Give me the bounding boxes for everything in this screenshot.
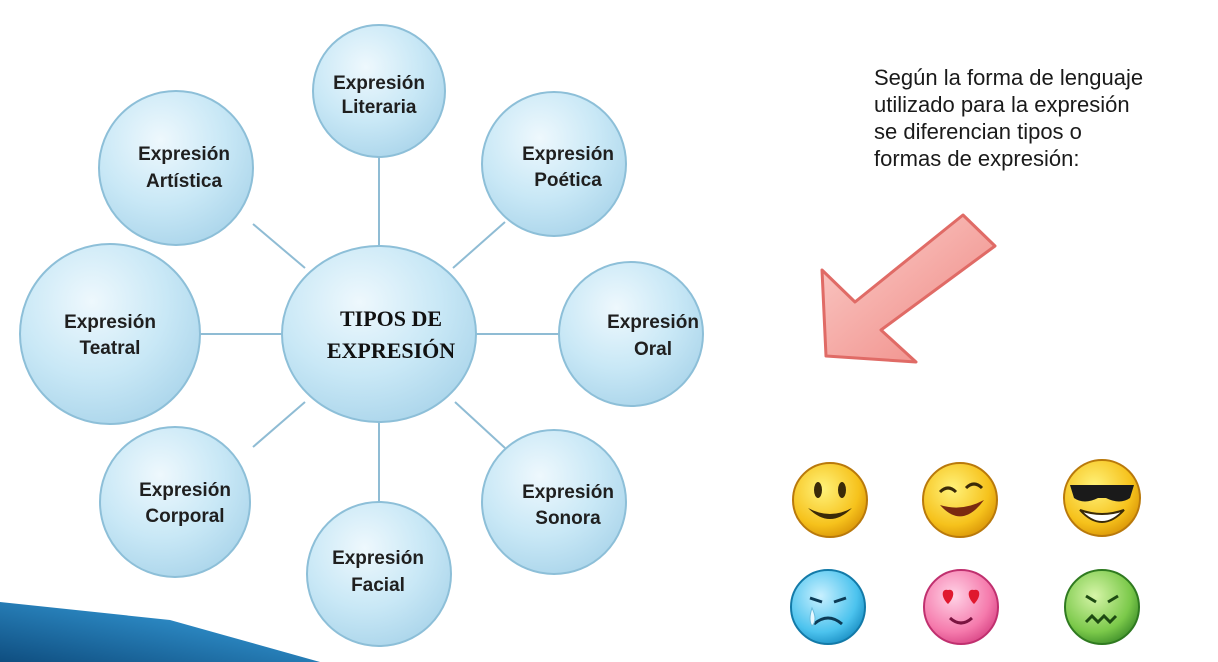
sunglasses-face-icon	[1063, 459, 1141, 537]
node-literaria: Expresión Literaria	[312, 24, 446, 158]
node-corporal-line1: Expresión	[139, 480, 231, 501]
node-oral: Expresión Oral	[558, 261, 704, 407]
node-corporal: Expresión Corporal	[99, 426, 251, 578]
corner-band-decoration	[0, 602, 320, 662]
node-literaria-line1: Expresión	[333, 73, 425, 94]
connector-poetica	[452, 221, 506, 269]
node-artistica: Expresión Artística	[98, 90, 254, 246]
description-line-3: se diferencian tipos o	[874, 119, 1082, 144]
sick-face-icon	[1064, 569, 1140, 645]
laughing-face-icon	[922, 462, 998, 538]
node-teatral-line1: Expresión	[64, 312, 156, 333]
node-facial-line1: Expresión	[332, 548, 424, 569]
node-sonora-line2: Sonora	[535, 508, 601, 529]
node-teatral: Expresión Teatral	[19, 243, 201, 425]
description-line-1: Según la forma de lenguaje	[874, 65, 1144, 90]
center-node: TIPOS DE EXPRESIÓN	[281, 245, 477, 423]
node-poetica: Expresión Poética	[481, 91, 627, 237]
crying-face-icon	[790, 569, 866, 645]
node-literaria-line2: Literaria	[342, 97, 417, 118]
description-line-4: formas de expresión:	[874, 146, 1080, 171]
node-poetica-line1: Expresión	[522, 144, 614, 165]
node-poetica-line2: Poética	[534, 170, 602, 191]
center-node-line1: TIPOS DE	[340, 306, 442, 331]
node-artistica-line2: Artística	[146, 171, 222, 192]
node-oral-line1: Expresión	[607, 312, 699, 333]
smiling-face-icon	[792, 462, 868, 538]
connector-corporal	[252, 401, 306, 448]
description-text: Según la forma de lenguaje utilizado par…	[874, 64, 1204, 172]
node-sonora-line1: Expresión	[522, 482, 614, 503]
pointing-arrow-icon	[820, 213, 997, 364]
node-teatral-line2: Teatral	[80, 338, 141, 359]
node-corporal-line2: Corporal	[145, 506, 224, 527]
connector-lines	[200, 155, 561, 505]
center-node-line2: EXPRESIÓN	[327, 338, 455, 363]
node-oral-line2: Oral	[634, 339, 672, 360]
connector-artistica	[252, 223, 306, 269]
node-facial: Expresión Facial	[306, 501, 452, 647]
heart-eyes-face-icon	[923, 569, 999, 645]
node-facial-line2: Facial	[351, 575, 405, 596]
description-line-2: utilizado para la expresión	[874, 92, 1130, 117]
node-artistica-line1: Expresión	[138, 144, 230, 165]
connector-sonora	[454, 401, 506, 449]
node-sonora: Expresión Sonora	[481, 429, 627, 575]
